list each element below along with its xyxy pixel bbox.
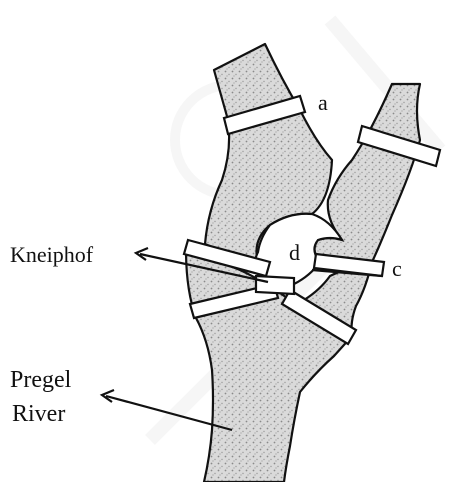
node-label-c: c [392,258,402,280]
river-label-line1: Pregel [10,368,71,392]
bridge-center [256,276,294,294]
node-label-a: a [318,92,328,114]
island-label: Kneiphof [10,244,93,266]
river-label-line2: River [12,402,65,426]
node-label-d: d [289,242,300,264]
